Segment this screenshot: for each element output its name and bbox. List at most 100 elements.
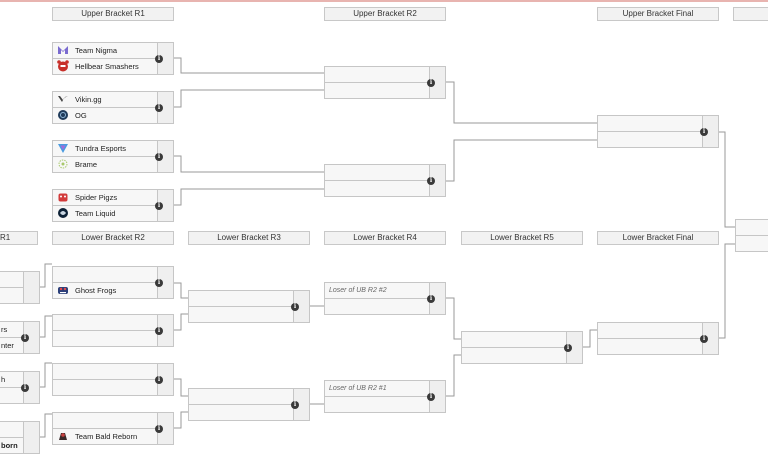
header-lower-bracket-r1-partial: R1 — [0, 231, 38, 245]
match-info-icon[interactable]: i — [427, 177, 435, 185]
team-slot[interactable] — [189, 389, 295, 405]
team-name: Team Liquid — [75, 209, 116, 218]
team-slot[interactable]: Team Liquid — [53, 206, 159, 222]
team-slot[interactable] — [462, 332, 568, 348]
team-slot[interactable]: h — [0, 372, 25, 388]
header-lower-bracket-r4: Lower Bracket R4 — [324, 231, 446, 245]
hellbear-logo-icon — [57, 60, 69, 72]
match-lb-r1-4[interactable]: born — [0, 421, 40, 454]
team-slot[interactable]: Team Bald Reborn — [53, 429, 159, 445]
team-slot[interactable] — [325, 67, 431, 83]
match-info-icon[interactable]: i — [21, 384, 29, 392]
match-info-icon[interactable]: i — [155, 202, 163, 210]
team-slot[interactable] — [0, 422, 25, 438]
team-slot[interactable] — [598, 132, 704, 148]
team-slot[interactable] — [462, 348, 568, 364]
team-slot[interactable]: Tundra Esports — [53, 141, 159, 157]
team-slot[interactable]: Brame — [53, 157, 159, 173]
match-grand-final-partial[interactable] — [735, 219, 768, 252]
team-slot[interactable]: Loser of UB R2 #1 — [325, 381, 431, 397]
team-slot[interactable] — [0, 288, 25, 304]
match-ub-r1-4[interactable]: Spider Pigzs Team Liquid i — [52, 189, 174, 222]
match-lb-r1-2[interactable]: rs nter i — [0, 321, 40, 354]
team-slot[interactable]: OG — [53, 108, 159, 124]
team-slot[interactable] — [53, 380, 159, 396]
match-info-icon[interactable]: i — [155, 153, 163, 161]
team-slot[interactable] — [736, 220, 768, 236]
match-lb-r3-2[interactable]: i — [188, 388, 310, 421]
header-lower-bracket-r3: Lower Bracket R3 — [188, 231, 310, 245]
match-info-icon[interactable]: i — [155, 327, 163, 335]
team-slot[interactable] — [598, 116, 704, 132]
match-info-icon[interactable]: i — [700, 335, 708, 343]
match-lb-r2-1[interactable]: Ghost Frogs i — [52, 266, 174, 299]
team-slot[interactable] — [53, 267, 159, 283]
match-lb-r4-2[interactable]: Loser of UB R2 #1 i — [324, 380, 446, 413]
header-grand-final-partial — [733, 7, 768, 21]
team-slot[interactable] — [598, 339, 704, 355]
team-slot[interactable] — [325, 299, 431, 315]
header-lower-bracket-r5: Lower Bracket R5 — [461, 231, 583, 245]
match-lb-r3-1[interactable]: i — [188, 290, 310, 323]
placeholder-team: Loser of UB R2 #1 — [329, 385, 387, 392]
team-slot[interactable] — [598, 323, 704, 339]
team-slot[interactable] — [325, 397, 431, 413]
tundra-logo-icon — [58, 144, 68, 153]
team-slot[interactable] — [53, 413, 159, 429]
match-ub-r2-2[interactable]: i — [324, 164, 446, 197]
team-slot[interactable]: Vikin.gg — [53, 92, 159, 108]
team-slot[interactable] — [736, 236, 768, 252]
team-slot[interactable] — [53, 315, 159, 331]
team-slot[interactable]: Spider Pigzs — [53, 190, 159, 206]
team-slot[interactable] — [0, 272, 25, 288]
match-info-icon[interactable]: i — [155, 104, 163, 112]
team-slot[interactable] — [325, 165, 431, 181]
team-slot[interactable] — [53, 364, 159, 380]
team-slot[interactable]: rs — [0, 322, 25, 338]
match-lb-r1-1[interactable] — [0, 271, 40, 304]
match-lb-r2-2[interactable]: i — [52, 314, 174, 347]
match-info-icon[interactable]: i — [427, 79, 435, 87]
match-info-icon[interactable]: i — [700, 128, 708, 136]
team-slot[interactable]: born — [0, 438, 25, 454]
match-lb-r5[interactable]: i — [461, 331, 583, 364]
match-info-icon[interactable]: i — [155, 425, 163, 433]
team-slot[interactable]: Team Nigma — [53, 43, 159, 59]
match-info-icon[interactable]: i — [155, 376, 163, 384]
header-lower-bracket-r2: Lower Bracket R2 — [52, 231, 174, 245]
team-slot[interactable] — [325, 83, 431, 99]
header-upper-bracket-r1: Upper Bracket R1 — [52, 7, 174, 21]
match-info-icon[interactable]: i — [291, 303, 299, 311]
match-lb-r2-4[interactable]: Team Bald Reborn i — [52, 412, 174, 445]
match-info-icon[interactable]: i — [427, 295, 435, 303]
team-slot[interactable] — [189, 307, 295, 323]
team-slot[interactable] — [325, 181, 431, 197]
team-slot[interactable] — [53, 331, 159, 347]
match-info-icon[interactable]: i — [21, 334, 29, 342]
match-info-icon[interactable]: i — [564, 344, 572, 352]
match-lb-r4-1[interactable]: Loser of UB R2 #2 i — [324, 282, 446, 315]
team-slot[interactable] — [189, 291, 295, 307]
team-slot[interactable]: Loser of UB R2 #2 — [325, 283, 431, 299]
team-name: Ghost Frogs — [75, 286, 117, 295]
match-ub-r1-3[interactable]: Tundra Esports Brame i — [52, 140, 174, 173]
match-ub-r2-1[interactable]: i — [324, 66, 446, 99]
team-slot[interactable]: Hellbear Smashers — [53, 59, 159, 75]
match-info-icon[interactable]: i — [291, 401, 299, 409]
vikin-logo-icon — [58, 96, 68, 102]
match-info-icon[interactable]: i — [427, 393, 435, 401]
brame-logo-icon — [58, 159, 68, 169]
team-slot[interactable]: nter — [0, 338, 25, 354]
match-ub-r1-2[interactable]: Vikin.gg OG i — [52, 91, 174, 124]
match-info-icon[interactable]: i — [155, 279, 163, 287]
team-slot[interactable] — [189, 405, 295, 421]
header-upper-bracket-final: Upper Bracket Final — [597, 7, 719, 21]
team-name: Tundra Esports — [75, 144, 126, 153]
match-info-icon[interactable]: i — [155, 55, 163, 63]
match-ub-r1-1[interactable]: Team Nigma Hellbear Smashers i — [52, 42, 174, 75]
match-lb-r2-3[interactable]: i — [52, 363, 174, 396]
team-slot[interactable]: Ghost Frogs — [53, 283, 159, 299]
match-ub-final[interactable]: i — [597, 115, 719, 148]
match-lb-final[interactable]: i — [597, 322, 719, 355]
match-lb-r1-3[interactable]: h i — [0, 371, 40, 404]
